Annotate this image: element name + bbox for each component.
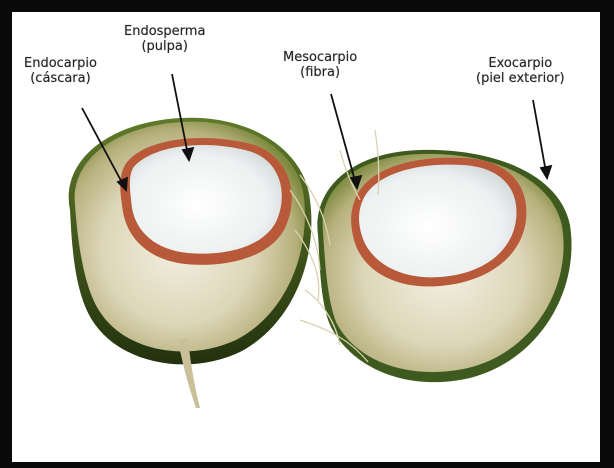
label-endosperma-common: (pulpa): [124, 39, 205, 54]
left-endosperm: [130, 145, 282, 254]
left-coconut-half: [69, 118, 312, 408]
label-exocarpio: Exocarpio (piel exterior): [476, 56, 565, 86]
label-exocarpio-common: (piel exterior): [476, 71, 565, 86]
label-exocarpio-name: Exocarpio: [476, 56, 565, 71]
label-mesocarpio-name: Mesocarpio: [283, 50, 357, 65]
label-endosperma-name: Endosperma: [124, 24, 205, 39]
label-endocarpio-common: (cáscara): [24, 71, 97, 86]
label-mesocarpio-common: (fibra): [283, 65, 357, 80]
label-endocarpio: Endocarpio (cáscara): [24, 56, 97, 86]
label-endosperma: Endosperma (pulpa): [124, 24, 205, 54]
arrow-exocarpio: [533, 100, 551, 178]
label-endocarpio-name: Endocarpio: [24, 56, 97, 71]
label-mesocarpio: Mesocarpio (fibra): [283, 50, 357, 80]
